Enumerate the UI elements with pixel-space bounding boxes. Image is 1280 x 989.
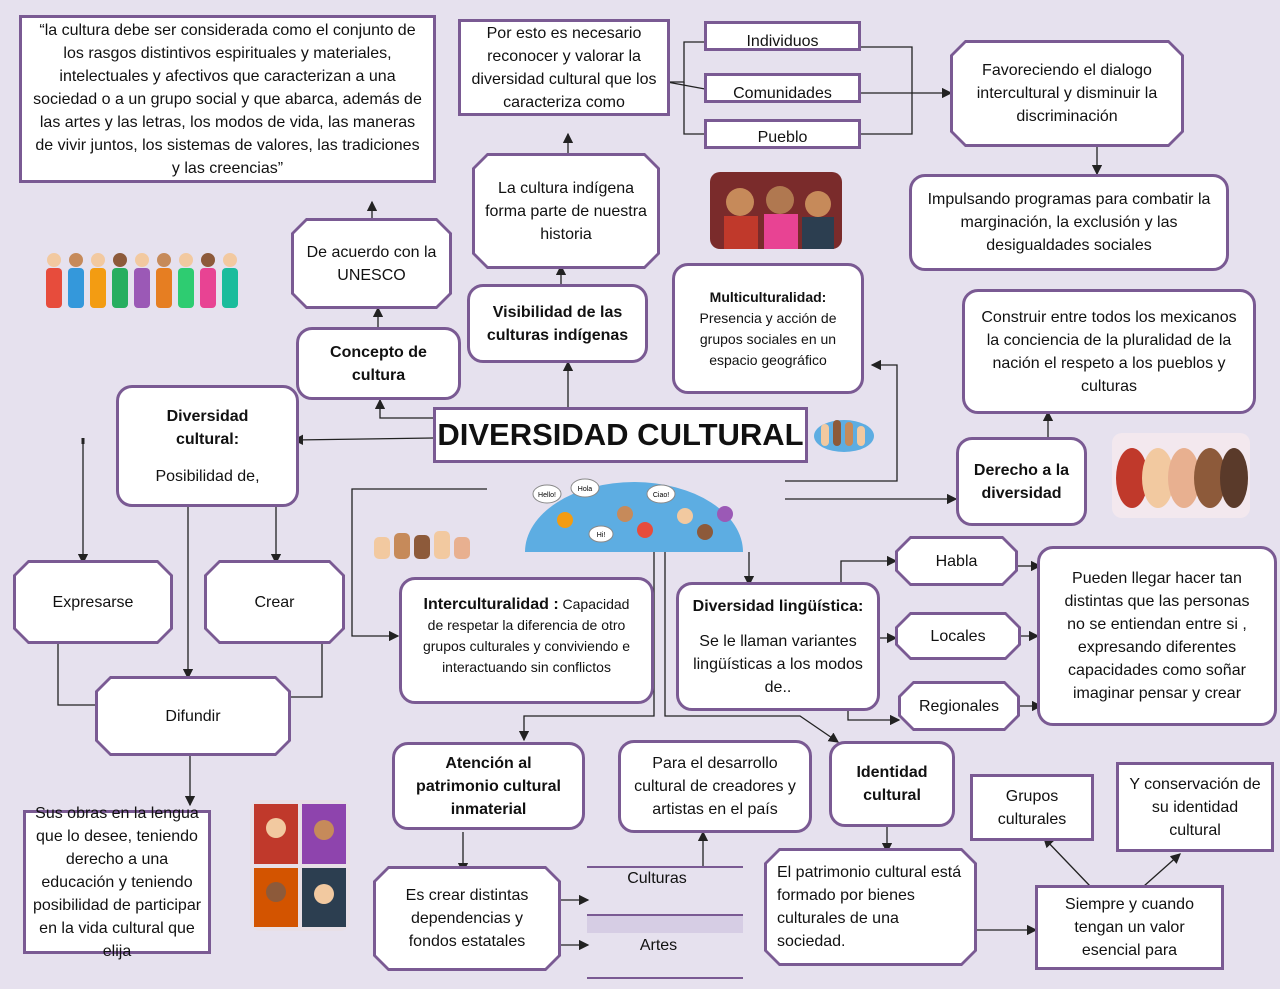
conservacion-node: Y conservación de su identidad cultural <box>1116 762 1274 852</box>
locales-text: Locales <box>898 615 1018 657</box>
grupos-text: Grupos culturales <box>997 787 1067 828</box>
patrimonio-node: El patrimonio cultural está formado por … <box>764 848 977 966</box>
construir-text: Construir entre todos los mexicanos la c… <box>981 308 1237 395</box>
diversidad-linguistica-text: Se le llaman variantes lingüísticas a lo… <box>693 632 863 696</box>
bubble-hola: Hola <box>578 486 593 493</box>
visibilidad-text: Visibilidad de las culturas indígenas <box>486 303 629 344</box>
locales-node: Locales <box>895 612 1021 660</box>
children-costumes-image <box>36 246 251 320</box>
main-title-text: DIVERSIDAD CULTURAL <box>437 417 804 452</box>
conservacion-text: Y conservación de su identidad cultural <box>1129 775 1261 839</box>
diversidad-cultural-text: Posibilidad de, <box>155 467 260 485</box>
culturas-label: Culturas <box>627 870 687 887</box>
atencion-text: Atención al patrimonio cultural inmateri… <box>416 754 561 818</box>
pueblo-text: Pueblo <box>757 129 808 146</box>
pueden-node: Pueden llegar hacer tan distintas que la… <box>1037 546 1277 726</box>
thumbs-up-image <box>370 519 474 564</box>
concepto-node: Concepto de cultura <box>296 327 461 400</box>
bubble-hello: Hello! <box>538 492 556 499</box>
habla-node: Habla <box>895 536 1018 586</box>
difundir-text: Difundir <box>98 679 288 753</box>
por-esto-node: Por esto es necesario reconocer y valora… <box>458 19 670 116</box>
hands-image <box>811 414 877 454</box>
comunidades-text: Comunidades <box>733 85 832 102</box>
siempre-text: Siempre y cuando tengan un valor esencia… <box>1065 896 1194 959</box>
es-crear-text: Es crear distintas dependencias y fondos… <box>376 869 558 968</box>
unesco-quote-text: “la cultura debe ser considerada como el… <box>33 21 422 177</box>
identidad-node: Identidad cultural <box>829 741 955 827</box>
crear-text: Crear <box>207 563 342 641</box>
cultura-indigena-text: La cultura indígena forma parte de nuest… <box>475 156 657 266</box>
regionales-text: Regionales <box>901 684 1017 728</box>
expresarse-node: Expresarse <box>13 560 173 644</box>
favoreciendo-text: Favoreciendo el dialogo intercultural y … <box>953 43 1181 144</box>
cultura-indigena-node: La cultura indígena forma parte de nuest… <box>472 153 660 269</box>
visibilidad-node: Visibilidad de las culturas indígenas <box>467 284 648 363</box>
derecho-node: Derecho a la diversidad <box>956 437 1087 526</box>
es-crear-node: Es crear distintas dependencias y fondos… <box>373 866 561 971</box>
impulsando-text: Impulsando programas para combatir la ma… <box>927 191 1211 254</box>
impulsando-node: Impulsando programas para combatir la ma… <box>909 174 1229 271</box>
multiculturalidad-node: Multiculturalidad: Presencia y acción de… <box>672 263 864 394</box>
crear-node: Crear <box>204 560 345 644</box>
por-esto-text: Por esto es necesario reconocer y valora… <box>471 24 657 111</box>
main-title: DIVERSIDAD CULTURAL <box>433 407 808 463</box>
favoreciendo-node: Favoreciendo el dialogo intercultural y … <box>950 40 1184 147</box>
diversidad-linguistica-title: Diversidad lingüística: <box>692 597 864 615</box>
unesco-quote: “la cultura debe ser considerada como el… <box>19 15 436 183</box>
world-speech-image: Hello! Ciao! Hola Hi! <box>505 470 763 552</box>
siempre-node: Siempre y cuando tengan un valor esencia… <box>1035 885 1224 970</box>
pueden-text: Pueden llegar hacer tan distintas que la… <box>1064 570 1250 702</box>
diversidad-cultural-node: Diversidad cultural: Posibilidad de, <box>116 385 299 507</box>
para-desarrollo-node: Para el desarrollo cultural de creadores… <box>618 740 812 833</box>
pueblo-node: Pueblo <box>704 119 861 149</box>
artes-label: Artes <box>639 937 678 954</box>
de-acuerdo-node: De acuerdo con la UNESCO <box>291 218 452 309</box>
individuos-text: Individuos <box>746 33 819 50</box>
multiculturalidad-text: Presencia y acción de grupos sociales en… <box>699 309 837 368</box>
multiculturalidad-title: Multiculturalidad: <box>709 288 827 305</box>
interculturalidad-text: Capacidad de respetar la diferencia de o… <box>422 596 630 675</box>
comunidades-node: Comunidades <box>704 73 861 103</box>
atencion-node: Atención al patrimonio cultural inmateri… <box>392 742 585 830</box>
construir-node: Construir entre todos los mexicanos la c… <box>962 289 1256 414</box>
festival-collage-image <box>250 800 350 931</box>
sus-obras-text: Sus obras en la lengua que lo desee, ten… <box>32 804 202 960</box>
habla-text: Habla <box>898 539 1015 583</box>
bubble-hi: Hi! <box>597 532 606 539</box>
interculturalidad-node: Interculturalidad : Capacidad de respeta… <box>399 577 654 704</box>
indigenous-women-image <box>710 172 842 249</box>
patrimonio-text: El patrimonio cultural está formado por … <box>767 851 974 963</box>
para-desarrollo-text: Para el desarrollo cultural de creadores… <box>634 755 796 818</box>
identidad-text: Identidad cultural <box>856 764 928 804</box>
difundir-node: Difundir <box>95 676 291 756</box>
grupos-node: Grupos culturales <box>970 774 1094 841</box>
diversidad-linguistica-node: Diversidad lingüística: Se le llaman var… <box>676 582 880 711</box>
de-acuerdo-text: De acuerdo con la UNESCO <box>294 221 449 306</box>
concepto-text: Concepto de cultura <box>330 343 427 384</box>
faces-image <box>1112 433 1250 518</box>
bubble-ciao: Ciao! <box>653 492 669 499</box>
derecho-text: Derecho a la diversidad <box>973 461 1070 502</box>
sus-obras-node: Sus obras en la lengua que lo desee, ten… <box>23 805 211 960</box>
individuos-node: Individuos <box>704 21 861 51</box>
expresarse-text: Expresarse <box>16 563 170 641</box>
interculturalidad-title: Interculturalidad : <box>423 596 559 613</box>
diversidad-cultural-title: Diversidad cultural: <box>166 407 249 448</box>
regionales-node: Regionales <box>898 681 1020 731</box>
